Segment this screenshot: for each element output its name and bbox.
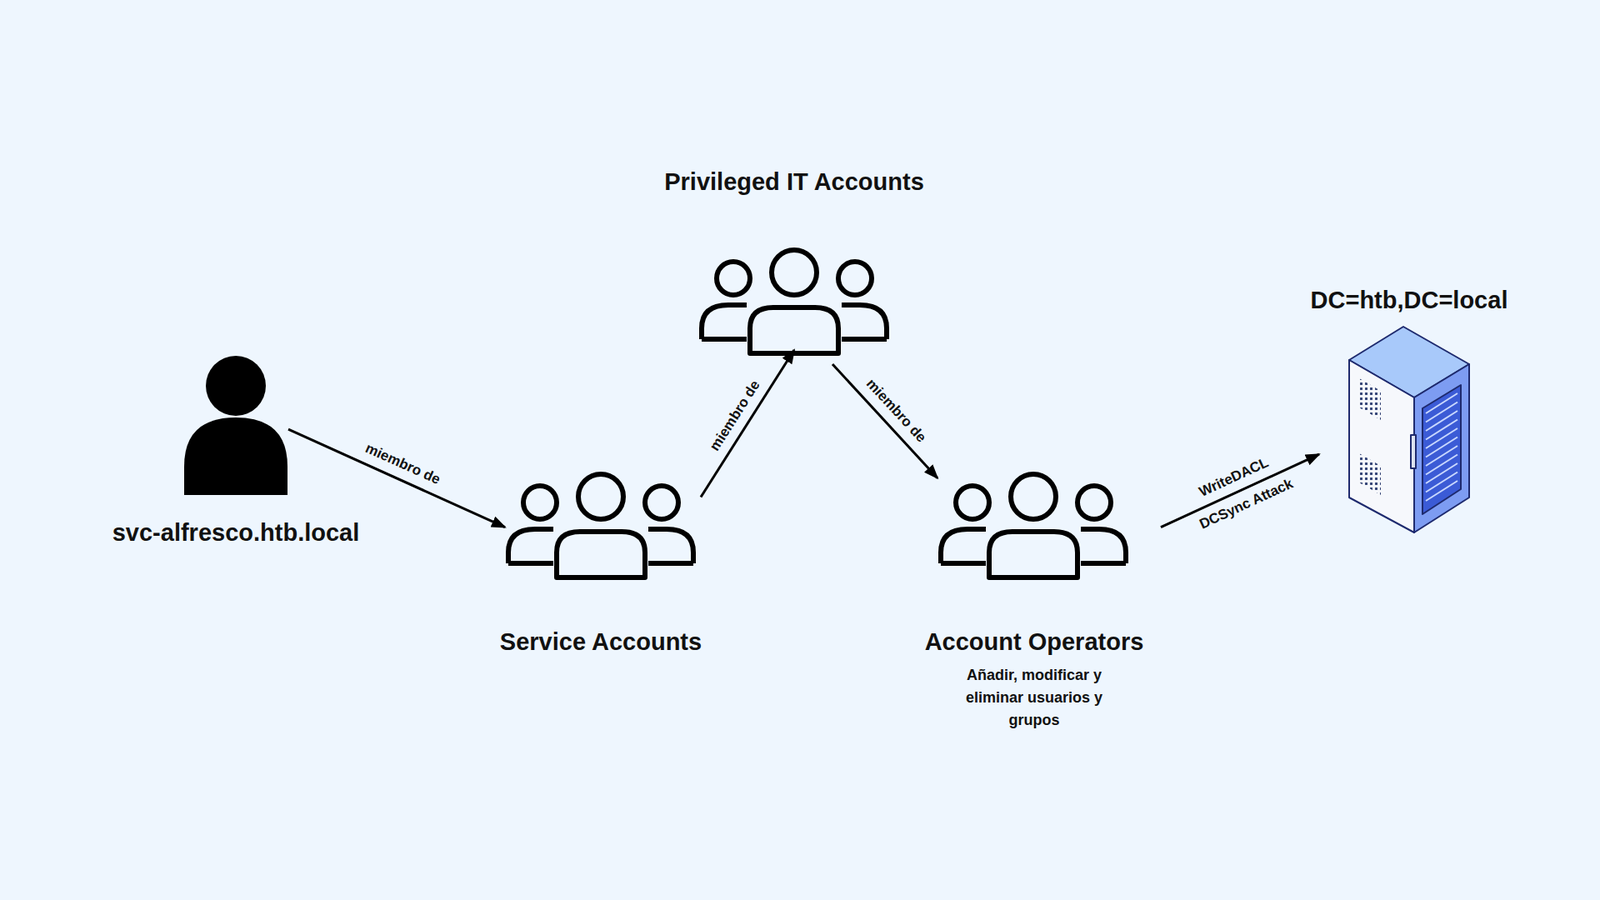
edge-label: miembro de	[862, 375, 930, 446]
user-icon	[184, 355, 288, 495]
membership-arrow	[288, 429, 505, 528]
group-icon	[940, 474, 1126, 578]
rack-line	[1425, 393, 1458, 414]
group-node: Account OperatorsAñadir, modificar y eli…	[937, 469, 1131, 581]
rack-line	[1425, 472, 1458, 493]
server-node: DC=htb,DC=local	[1349, 326, 1470, 533]
edge-label: miembro de	[706, 377, 765, 455]
node-title: Service Accounts	[500, 627, 702, 657]
node-title: DC=htb,DC=local	[1310, 285, 1509, 315]
rack-line	[1425, 480, 1458, 501]
edge-label: miembro de	[363, 440, 444, 489]
node-description: Añadir, modificar y eliminar usuarios y …	[949, 664, 1120, 732]
membership-arrow	[700, 350, 795, 498]
node-title: Privileged IT Accounts	[664, 167, 925, 197]
rack-line	[1425, 455, 1458, 475]
rack-line	[1425, 420, 1458, 440]
group-node: Service Accounts	[505, 469, 697, 581]
rack-line	[1425, 437, 1458, 458]
membership-arrow	[1160, 454, 1320, 528]
node-title: Account Operators	[925, 627, 1145, 657]
rack-line	[1425, 410, 1458, 431]
rack-line	[1425, 463, 1458, 484]
rack-line	[1425, 428, 1458, 449]
group-icon	[701, 250, 887, 354]
node-title: svc-alfresco.htb.local	[112, 518, 360, 548]
user-node: svc-alfresco.htb.local	[183, 355, 289, 495]
membership-arrow	[832, 364, 938, 479]
rack-line	[1425, 402, 1458, 423]
server-icon	[1349, 326, 1470, 533]
group-node: Privileged IT Accounts	[698, 245, 890, 356]
rack-line	[1425, 445, 1458, 466]
group-icon	[508, 474, 694, 578]
